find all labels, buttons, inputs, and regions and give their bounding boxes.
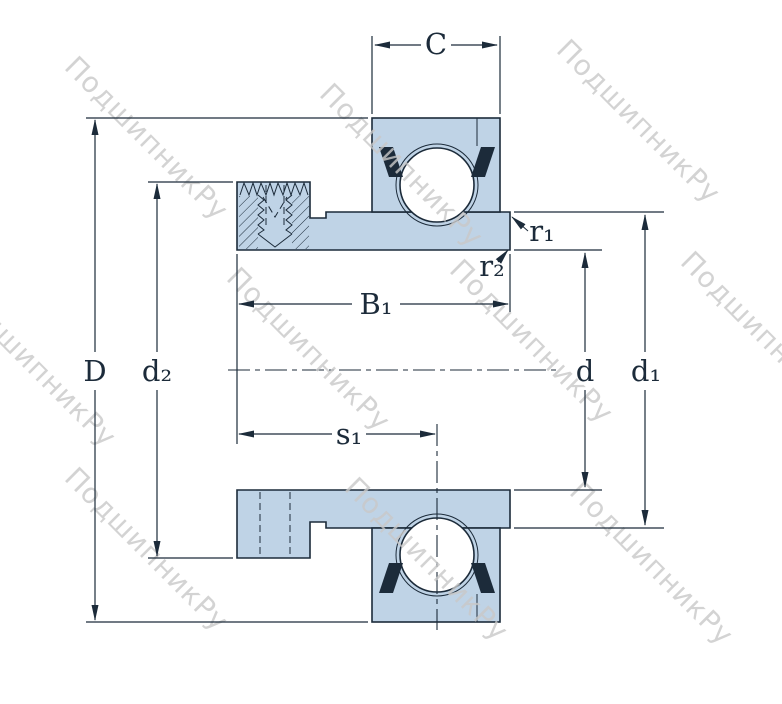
leader-r1 (511, 216, 529, 232)
dim-label-d: d (576, 354, 595, 388)
hatch-right (292, 196, 309, 249)
watermark-text: ПодшипникРу (58, 461, 235, 638)
ball-top (399, 147, 475, 223)
seal-bottom-left (379, 563, 403, 593)
dim-label-C: C (425, 27, 447, 61)
raceway-arc-top (395, 143, 479, 227)
set-screw-tip (257, 233, 293, 248)
dimension-annotations: C D d₂ B₁ s₁ d d₁ r₁ r₂ (83, 27, 664, 623)
set-screw-thread-right (285, 194, 293, 235)
dim-label-D: D (83, 354, 106, 388)
dim-label-r2: r₂ (479, 249, 505, 283)
hatch-left (239, 196, 258, 249)
dim-label-d1: d₁ (631, 354, 661, 388)
set-screw-socket-chevron (262, 196, 288, 218)
dim-label-B1: B₁ (360, 287, 393, 321)
dim-label-d2: d₂ (142, 354, 172, 388)
seal-bottom-right (471, 563, 495, 593)
dim-label-s1: s₁ (336, 417, 363, 451)
inner-ring-bottom-section (236, 489, 511, 559)
watermark-text: ПодшипникРу (58, 50, 235, 227)
set-screw-thread-left (257, 194, 265, 235)
dim-label-r1: r₁ (529, 214, 555, 248)
set-screw-top-thread (239, 181, 309, 197)
watermark-text: ПодшипникРу (443, 253, 620, 430)
seal-top-right (471, 147, 495, 177)
seal-top-left (379, 147, 403, 177)
bearing-section (228, 117, 560, 630)
watermark-text: ПодшипникРу (674, 245, 782, 422)
leader-r2 (495, 249, 509, 264)
watermark-text: ПодшипникРу (563, 475, 740, 652)
watermark-text: ПодшипникРу (550, 33, 727, 210)
